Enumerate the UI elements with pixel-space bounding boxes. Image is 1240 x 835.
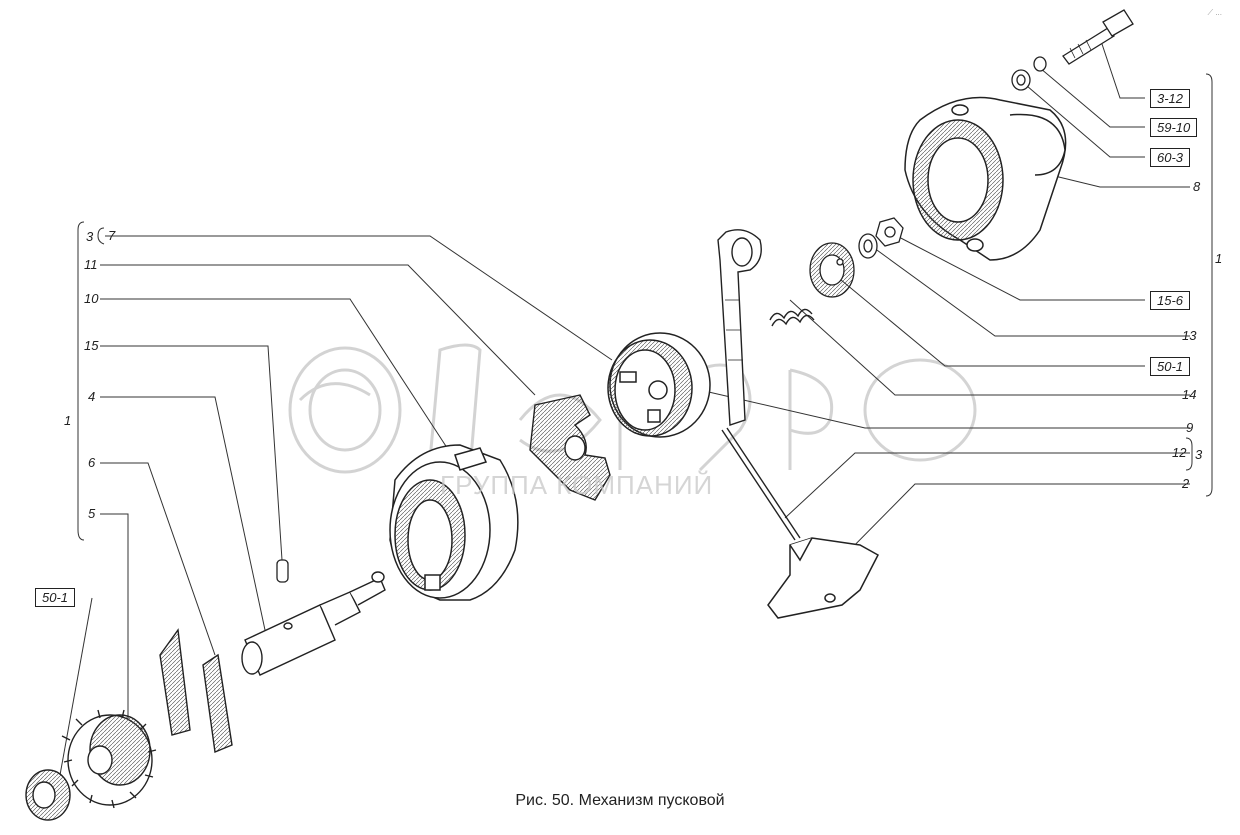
leader-lines	[59, 37, 1213, 776]
callout-box-bottom-left: 50-1	[35, 588, 76, 607]
callout-left-15: 15	[84, 338, 99, 353]
bearing	[809, 242, 855, 298]
handle	[767, 537, 879, 619]
callout-box-50-1: 50-1	[1150, 357, 1191, 376]
callout-box-60-3: 60-3	[1150, 148, 1191, 167]
key-plates	[159, 628, 233, 753]
ratchet-drum	[607, 332, 711, 438]
callout-box-15-6: 15-6	[1150, 291, 1191, 310]
starter-rod	[721, 427, 801, 541]
callout-right-14: 14	[1182, 387, 1197, 402]
corner-mark: ⟋ ...	[1207, 8, 1223, 17]
callout-left-5: 5	[88, 506, 96, 521]
right-group-outer-label: 1	[1215, 251, 1223, 266]
spring	[769, 308, 815, 327]
callout-right-13: 13	[1182, 328, 1197, 343]
callout-right-9: 9	[1186, 420, 1194, 435]
right-group-inner-label: 3	[1195, 447, 1203, 462]
washers-top	[1011, 56, 1047, 91]
figure-caption: Рис. 50. Механизм пусковой	[515, 792, 725, 809]
callout-left-10: 10	[84, 291, 99, 306]
callout-box-3-12: 3-12	[1150, 89, 1191, 108]
callout-right-2: 2	[1182, 476, 1190, 491]
callout-right-8: 8	[1193, 179, 1201, 194]
callout-box-59-10: 59-10	[1150, 118, 1198, 137]
watermark-tagline: ГРУППА КОМПАНИЙ	[440, 470, 714, 500]
washer	[858, 233, 878, 259]
gear	[61, 709, 157, 809]
brake-drum	[389, 444, 519, 601]
pin	[276, 559, 289, 583]
callout-left-7: 7	[108, 228, 116, 243]
small-bearing	[25, 769, 71, 821]
left-group-inner-label: 3	[86, 229, 94, 244]
callout-left-11: 11	[84, 257, 98, 272]
ratchet-plate	[529, 394, 611, 501]
left-group-outer-label: 1	[64, 413, 72, 428]
callout-left-4: 4	[88, 389, 96, 404]
lever	[717, 229, 762, 426]
callout-left-6: 6	[88, 455, 96, 470]
nut	[875, 217, 904, 247]
housing-cover	[904, 96, 1067, 261]
bolt	[1062, 9, 1134, 65]
callout-right-12: 12	[1172, 445, 1187, 460]
shaft	[241, 571, 386, 676]
